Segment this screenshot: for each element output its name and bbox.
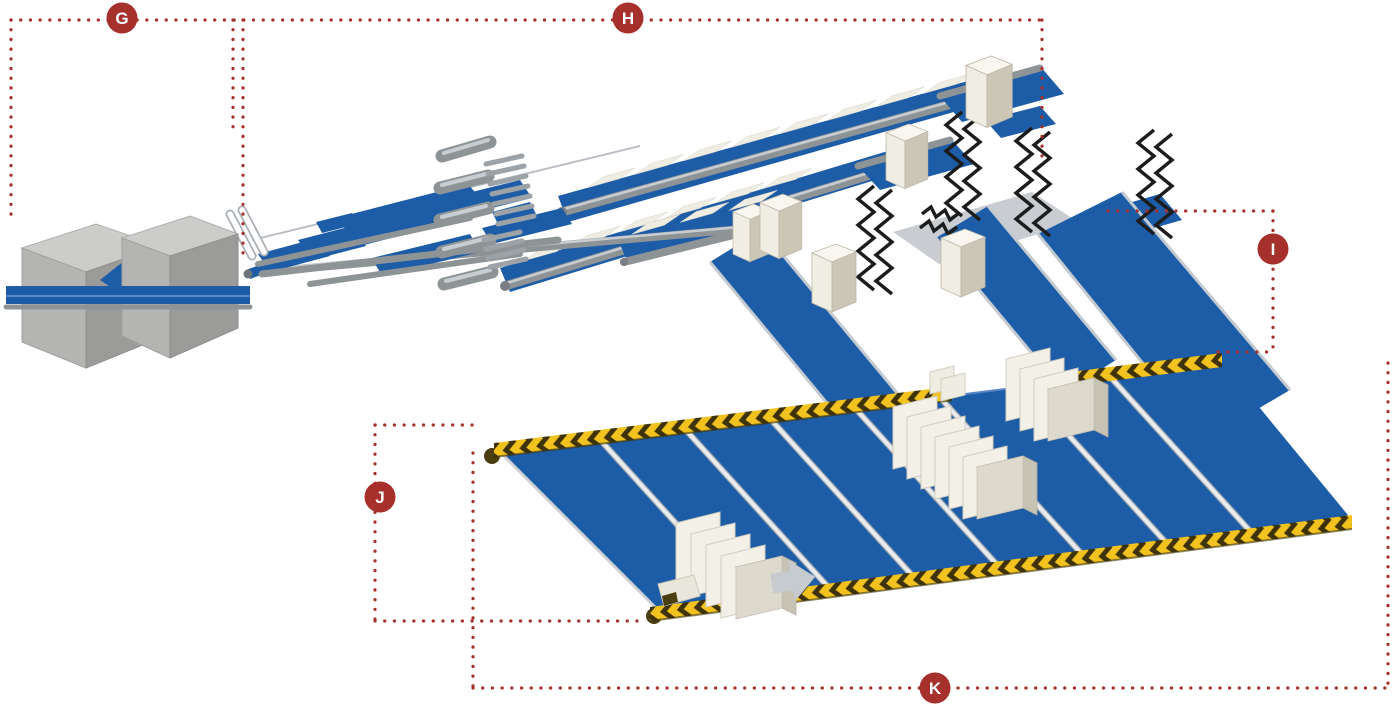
callout-badge-j: J: [364, 481, 396, 513]
scissor-springs: [856, 110, 1174, 296]
hazard-strip-top: [484, 353, 1222, 464]
callout-badge-g: G: [106, 2, 138, 34]
callout-badge-k: K: [919, 672, 951, 704]
callout-label-g: G: [115, 9, 128, 28]
callout-badge-h: H: [612, 2, 644, 34]
package-stacks: [675, 347, 1109, 620]
callout-regions: [9, 18, 1392, 690]
deck-lane-dividers: [597, 374, 1258, 602]
callout-label-j: J: [375, 488, 384, 507]
callout-label-k: K: [929, 679, 942, 698]
flow-arrow: [770, 559, 816, 602]
callout-label-h: H: [622, 9, 634, 28]
deck-corner-foot: [657, 574, 701, 607]
conveyor-fan: [225, 135, 572, 291]
infeed-machines: [3, 215, 253, 369]
callout-badge-i: I: [1257, 233, 1289, 265]
callout-label-i: I: [1271, 240, 1276, 259]
